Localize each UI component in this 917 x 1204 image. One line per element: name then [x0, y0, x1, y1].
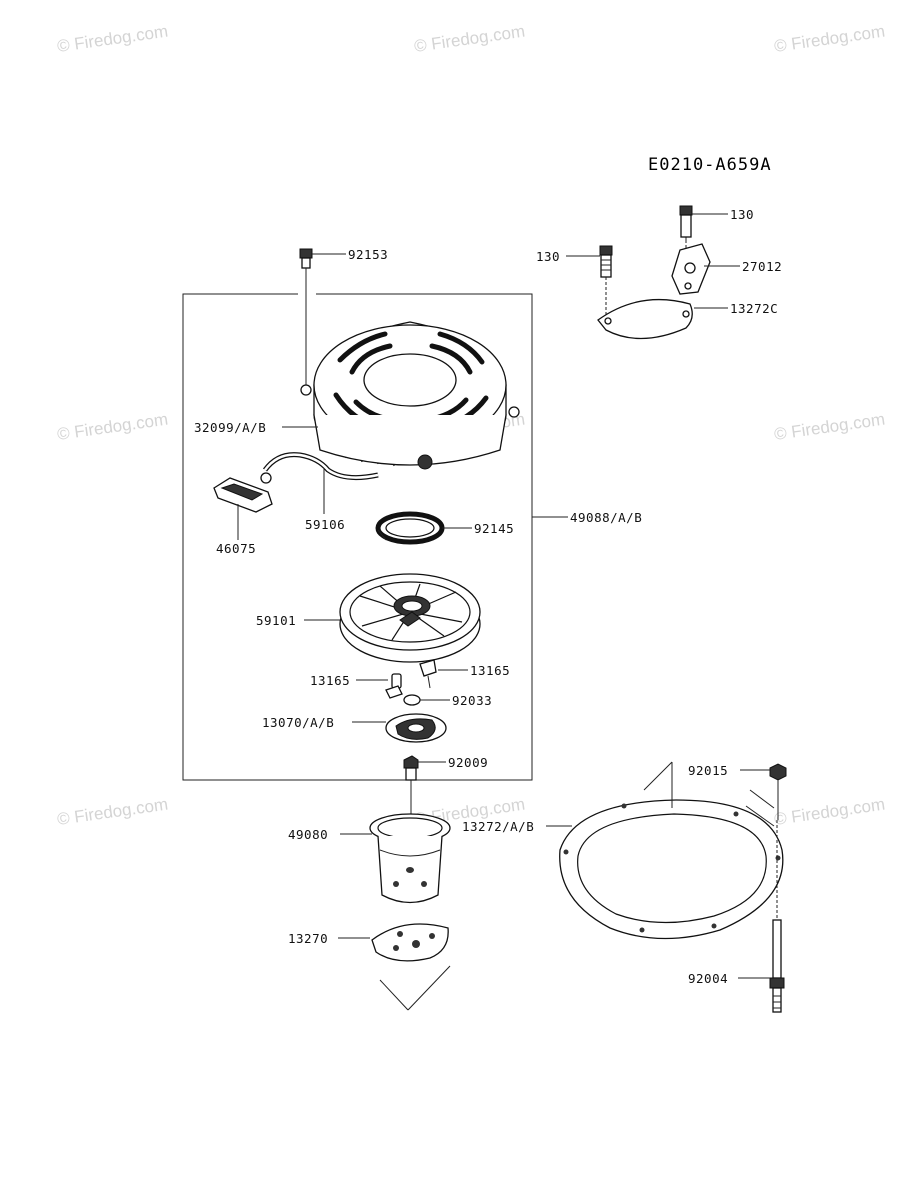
part-label-92153: 92153	[348, 247, 388, 262]
part-label-92145: 92145	[474, 521, 514, 536]
bolt-130-top	[679, 205, 693, 240]
part-label-27012: 27012	[742, 259, 782, 274]
starter-housing-32099	[300, 321, 520, 470]
gasket-13272ab	[559, 799, 784, 940]
part-label-49080: 49080	[288, 827, 328, 842]
pawl-13165-right	[419, 659, 437, 689]
part-label-32099: 32099/A/B	[194, 420, 266, 435]
part-label-13165: 13165	[470, 663, 510, 678]
plate-13270	[371, 923, 449, 962]
part-label-46075: 46075	[216, 541, 256, 556]
watermark: © Firedog.com	[773, 410, 886, 444]
diagram-code: E0210-A659A	[648, 155, 772, 175]
nut-92015	[769, 763, 787, 781]
bolt-130-left	[599, 245, 613, 278]
part-label-49088: 49088/A/B	[570, 510, 642, 525]
part-label-92009: 92009	[448, 755, 488, 770]
part-label-13165: 13165	[310, 673, 350, 688]
watermark: © Firedog.com	[773, 22, 886, 56]
stud-92004	[769, 919, 785, 1013]
part-label-13272c: 13272C	[730, 301, 778, 316]
rope-59106	[262, 452, 379, 481]
watermark: © Firedog.com	[773, 795, 886, 829]
pawl-13165-left	[385, 673, 403, 699]
watermark: © Firedog.com	[413, 22, 526, 56]
watermark: © Firedog.com	[56, 410, 169, 444]
part-labels: 130 130 27012 13272C 92153 32099/A/B 591…	[194, 207, 782, 986]
reel-59101	[339, 573, 481, 663]
washer-92033	[403, 694, 421, 706]
spring-92145	[375, 511, 445, 545]
part-label-13070: 13070/A/B	[262, 715, 334, 730]
bolt-92153	[299, 248, 313, 269]
part-label-130: 130	[536, 249, 560, 264]
part-label-92033: 92033	[452, 693, 492, 708]
bracket-27012	[671, 243, 711, 295]
cup-49080	[369, 813, 451, 904]
part-label-13270: 13270	[288, 931, 328, 946]
part-label-92004: 92004	[688, 971, 728, 986]
part-label-59101: 59101	[256, 613, 296, 628]
cover-plate-13272c	[597, 298, 693, 340]
part-label-59106: 59106	[305, 517, 345, 532]
bolt-92009	[403, 755, 419, 781]
watermark: © Firedog.com	[56, 22, 169, 56]
watermark: © Firedog.com	[56, 795, 169, 829]
part-label-92015: 92015	[688, 763, 728, 778]
part-label-130: 130	[730, 207, 754, 222]
ratchet-13070	[385, 713, 447, 743]
handle-46075	[213, 472, 273, 513]
part-label-13272ab: 13272/A/B	[462, 819, 534, 834]
assembly-bracket	[182, 293, 533, 781]
